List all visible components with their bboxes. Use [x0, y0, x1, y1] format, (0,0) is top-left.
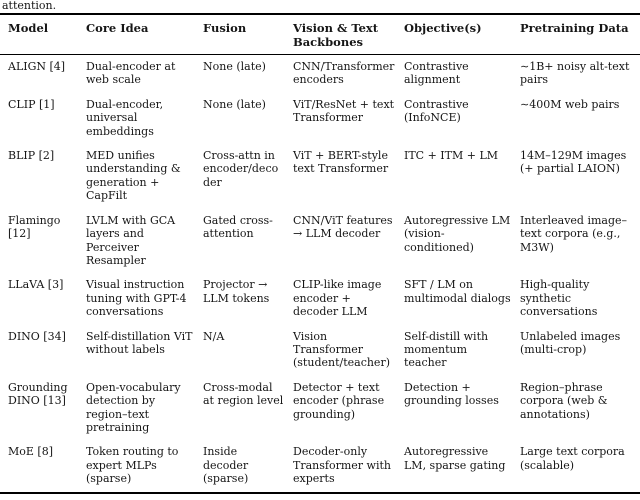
cell-pretraining-data: Unlabeled images (multi-crop) [520, 329, 621, 356]
cell-objectives: Self-distill with momentum teacher [404, 329, 489, 370]
cell-pretraining-data: ∼400M web pairs [520, 97, 620, 111]
cell-backbones: Vision Transformer (student/teacher) [293, 329, 390, 370]
cell-model: Flamingo [12] [8, 213, 61, 241]
column-header-pretraining-data: Pretraining Data [520, 14, 640, 56]
column-header-fusion: Fusion [203, 14, 293, 56]
table-row-flamingo: Flamingo [12] LVLM with GCA layers and P… [0, 209, 640, 274]
cell-fusion: Inside decoder (sparse) [203, 445, 249, 486]
cell-fusion: Cross-attn in encoder/decoder [203, 149, 279, 189]
cell-fusion: Gated cross-attention [203, 213, 273, 241]
cell-fusion: None (late) [203, 60, 266, 74]
cell-backbones: CLIP-like image encoder + decoder LLM [293, 278, 382, 319]
cell-backbones: ViT/ResNet + text Transformer [293, 97, 395, 125]
cell-backbones: Decoder-only Transformer with experts [293, 445, 391, 486]
cell-objectives: ITC + ITM + LM [404, 149, 499, 163]
table-header: Model Core Idea Fusion Vision & Text Bac… [0, 14, 640, 56]
cell-objectives: Detection + grounding losses [404, 380, 499, 408]
cell-backbones: ViT + BERT-style text Transformer [293, 149, 389, 176]
cell-pretraining-data: 14M–129M images (+ partial LAION) [520, 149, 627, 176]
cell-fusion: None (late) [203, 97, 266, 111]
cell-objectives: SFT / LM on multimodal dialogs [404, 278, 511, 305]
table-row-clip: CLIP [1] Dual-encoder, universal embeddi… [0, 93, 640, 144]
cell-objectives: Contrastive (InfoNCE) [404, 97, 469, 125]
cell-model: MoE [8] [8, 445, 53, 459]
cell-model: BLIP [2] [8, 149, 55, 163]
cell-core-idea: Self-distillation ViT without labels [86, 329, 193, 356]
cell-pretraining-data: Interleaved image–text corpora (e.g., M3… [520, 213, 628, 254]
cell-core-idea: LVLM with GCA layers and Perceiver Resam… [86, 213, 176, 267]
cell-pretraining-data: ∼1B+ noisy alt-text pairs [520, 60, 630, 87]
cell-pretraining-data: High-quality synthetic conversations [520, 278, 598, 319]
cell-fusion: N/A [203, 329, 225, 343]
cell-pretraining-data: Region–phrase corpora (web & annotations… [520, 380, 608, 421]
column-header-core-idea: Core Idea [86, 14, 203, 56]
cell-model: DINO [34] [8, 329, 66, 343]
table-row-dino: DINO [34] Self-distillation ViT without … [0, 325, 640, 376]
cell-fusion: Cross-modal at region level [203, 380, 284, 408]
cell-objectives: Contrastive alignment [404, 60, 469, 87]
table-body: ALIGN [4] Dual-encoder at web scale None… [0, 55, 640, 493]
table-row-blip: BLIP [2] MED unifies understanding & gen… [0, 144, 640, 209]
table-row-grounding-dino: Grounding DINO [13] Open-vocabulary dete… [0, 376, 640, 441]
cell-backbones: Detector + text encoder (phrase groundin… [293, 380, 385, 421]
caption-fragment: attention. [2, 0, 57, 12]
cell-objectives: Autoregressive LM, sparse gating [404, 445, 506, 472]
cell-core-idea: Dual-encoder at web scale [86, 60, 176, 87]
cell-model: LLaVA [3] [8, 278, 64, 292]
header-row: Model Core Idea Fusion Vision & Text Bac… [0, 14, 640, 56]
table-row-moe: MoE [8] Token routing to expert MLPs (sp… [0, 440, 640, 492]
cell-model: ALIGN [4] [8, 60, 66, 74]
cell-core-idea: Dual-encoder, universal embeddings [86, 97, 164, 138]
cell-core-idea: Visual instruction tuning with GPT-4 con… [86, 278, 187, 319]
cell-pretraining-data: Large text corpora (scalable) [520, 445, 625, 472]
cell-backbones: CNN/ViT features → LLM decoder [293, 213, 393, 241]
column-header-model: Model [0, 14, 86, 56]
cell-backbones: CNN/Transformer encoders [293, 60, 395, 87]
cell-core-idea: MED unifies understanding & generation +… [86, 149, 181, 203]
cell-model: Grounding DINO [13] [8, 380, 68, 408]
cell-core-idea: Open-vocabulary detection by region–text… [86, 380, 181, 434]
cell-objectives: Autoregressive LM (vision-conditioned) [404, 213, 511, 254]
column-header-objectives: Objective(s) [404, 14, 520, 56]
table-row-llava: LLaVA [3] Visual instruction tuning with… [0, 273, 640, 324]
cell-model: CLIP [1] [8, 97, 55, 111]
column-header-backbones: Vision & Text Backbones [293, 14, 404, 56]
table-row-align: ALIGN [4] Dual-encoder at web scale None… [0, 55, 640, 93]
cell-fusion: Projector → LLM tokens [203, 278, 270, 305]
model-comparison-table: Model Core Idea Fusion Vision & Text Bac… [0, 13, 640, 494]
cell-core-idea: Token routing to expert MLPs (sparse) [86, 445, 179, 486]
